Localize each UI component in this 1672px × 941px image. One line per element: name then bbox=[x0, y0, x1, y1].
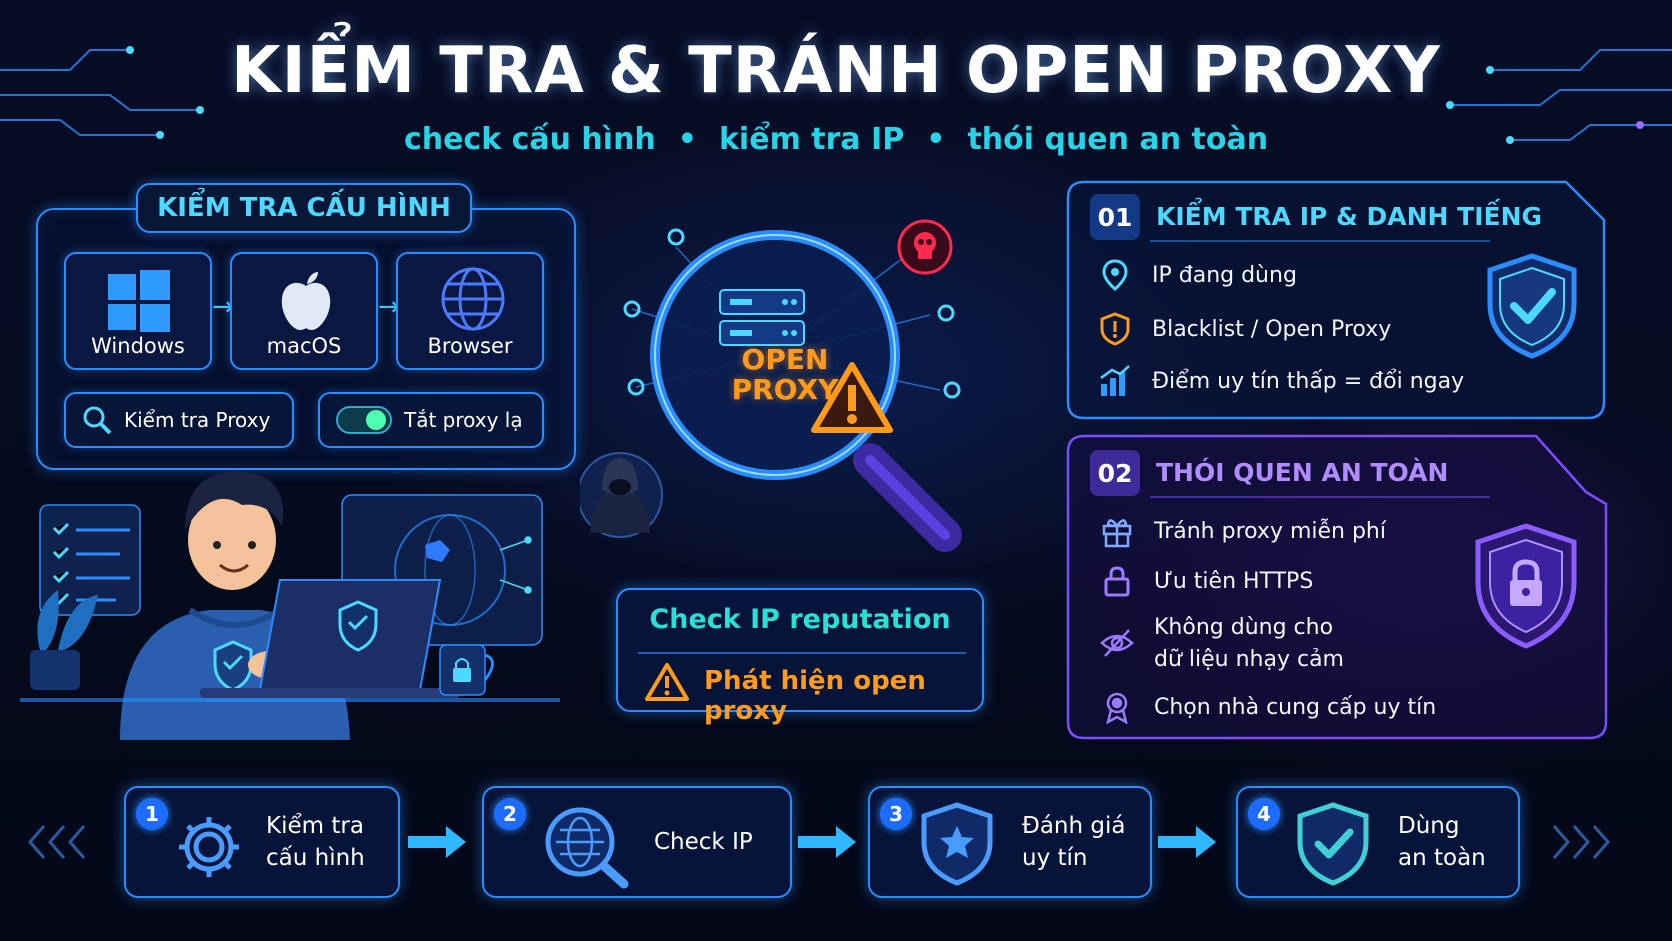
check-shield-icon bbox=[1297, 802, 1369, 886]
section2-item-text: Ưu tiên HTTPS bbox=[1154, 568, 1314, 594]
platform-card-windows[interactable]: Windows bbox=[64, 252, 212, 370]
arrow-right-icon bbox=[798, 826, 856, 858]
arrow-right-icon: → bbox=[378, 292, 400, 322]
gift-icon bbox=[1102, 519, 1132, 548]
page-subtitle: check cấu hình • kiểm tra IP • thói quen an … bbox=[0, 122, 1672, 157]
section2-item-text: Không dùng cho bbox=[1154, 615, 1334, 640]
section1-heading: KIỂM TRA IP & DANH TIẾNG bbox=[1156, 202, 1543, 231]
location-pin-icon bbox=[1102, 259, 1128, 291]
step-3-evaluate[interactable]: 3 Đánh giá uy tín bbox=[868, 786, 1152, 898]
step-label: Kiểm tra cấu hình bbox=[266, 810, 365, 874]
section1-item: Điểm uy tín thấp = đổi ngay bbox=[1098, 364, 1464, 398]
step-number: 3 bbox=[880, 798, 912, 830]
subtitle-item-config: check cấu hình bbox=[403, 122, 656, 157]
step-label-line1: Kiểm tra bbox=[266, 813, 364, 839]
step-label: Check IP bbox=[654, 826, 753, 858]
chevrons-right-icon bbox=[1552, 825, 1610, 859]
divider bbox=[638, 652, 966, 654]
step-label-line2: cấu hình bbox=[266, 845, 365, 871]
step-2-check-ip[interactable]: 2 Check IP bbox=[482, 786, 792, 898]
step-label-line2: uy tín bbox=[1022, 845, 1088, 871]
section1-item-text: Điểm uy tín thấp = đổi ngay bbox=[1152, 368, 1465, 394]
platform-label-browser: Browser bbox=[427, 334, 513, 358]
section2-item: Không dùng cho dữ liệu nhạy cảm bbox=[1100, 612, 1344, 676]
step-label: Dùng an toàn bbox=[1398, 810, 1486, 874]
check-shield-icon bbox=[1487, 253, 1577, 359]
warning-triangle-icon bbox=[645, 663, 689, 701]
divider bbox=[1150, 496, 1490, 498]
gear-icon bbox=[179, 817, 239, 877]
open-proxy-magnifier-illustration bbox=[580, 219, 962, 552]
platform-label-windows: Windows bbox=[91, 334, 185, 358]
apple-logo-icon bbox=[281, 272, 331, 330]
section1-number: 01 bbox=[1090, 194, 1140, 240]
bar-chart-icon bbox=[1100, 365, 1130, 396]
step-label: Đánh giá uy tín bbox=[1022, 810, 1125, 874]
arrow-right-icon bbox=[1158, 826, 1216, 858]
section2-item: Ưu tiên HTTPS bbox=[1100, 564, 1313, 598]
page-title: KIỂM TRA & TRÁNH OPEN PROXY bbox=[231, 34, 1441, 108]
search-icon bbox=[83, 406, 112, 435]
section2-item: Tránh proxy miễn phí bbox=[1100, 514, 1386, 548]
section2-item-text: Tránh proxy miễn phí bbox=[1154, 518, 1386, 544]
step-number: 1 bbox=[136, 798, 168, 830]
circuit-lines-left bbox=[0, 46, 204, 139]
step-number: 4 bbox=[1248, 798, 1280, 830]
open-proxy-badge-line1: OPEN bbox=[741, 343, 829, 376]
section1-item: IP đang dùng bbox=[1098, 258, 1297, 292]
section2-item: Chọn nhà cung cấp uy tín bbox=[1100, 690, 1436, 724]
arrow-right-icon: → bbox=[212, 292, 234, 322]
chevrons-left-icon bbox=[28, 825, 86, 859]
step-label-line1: Đánh giá bbox=[1022, 813, 1126, 839]
section2-heading: THÓI QUEN AN TOÀN bbox=[1156, 458, 1449, 487]
person-laptop-illustration bbox=[20, 471, 560, 740]
step-1-configure[interactable]: 1 Kiểm tra cấu hình bbox=[124, 786, 400, 898]
lock-shield-icon bbox=[1475, 523, 1577, 649]
arrow-right-icon bbox=[408, 826, 466, 858]
platform-card-macos[interactable]: macOS bbox=[230, 252, 378, 370]
section2-item-text: Chọn nhà cung cấp uy tín bbox=[1154, 694, 1437, 720]
detect-open-proxy-label: Phát hiện open proxy bbox=[704, 666, 926, 726]
subtitle-item-habits: thói quen an toàn bbox=[967, 122, 1269, 157]
section1-item-text: IP đang dùng bbox=[1152, 262, 1297, 288]
warning-shield-icon bbox=[1100, 312, 1130, 346]
check-ip-reputation-label: Check IP reputation bbox=[649, 604, 951, 635]
circuit-lines-right bbox=[1446, 49, 1672, 144]
eye-off-icon bbox=[1100, 629, 1134, 657]
step-4-use-safely[interactable]: 4 Dùng an toàn bbox=[1236, 786, 1520, 898]
section1-item: Blacklist / Open Proxy bbox=[1098, 312, 1391, 346]
check-proxy-button[interactable]: Kiểm tra Proxy bbox=[64, 392, 294, 448]
step-label-line2: an toàn bbox=[1398, 845, 1486, 871]
subtitle-item-ip: kiểm tra IP bbox=[718, 122, 905, 157]
lock-icon bbox=[1104, 566, 1130, 597]
disable-proxy-label: Tắt proxy lạ bbox=[404, 408, 523, 432]
section2-frame bbox=[1066, 434, 1608, 740]
config-heading: KIỂM TRA CẤU HÌNH bbox=[136, 183, 472, 233]
section1-item-text: Blacklist / Open Proxy bbox=[1152, 316, 1392, 342]
windows-logo-icon bbox=[108, 270, 170, 332]
step-label-line1: Check IP bbox=[654, 829, 753, 855]
star-shield-icon bbox=[921, 802, 993, 886]
open-proxy-badge-line2: PROXY bbox=[731, 373, 839, 406]
subtitle-separator: • bbox=[926, 122, 946, 157]
platform-label-macos: macOS bbox=[266, 334, 342, 358]
platform-card-browser[interactable]: Browser bbox=[396, 252, 544, 370]
toggle-switch-icon bbox=[336, 406, 392, 434]
ip-reputation-box: Check IP reputation Phát hiện open proxy bbox=[616, 588, 984, 726]
section2-number: 02 bbox=[1090, 450, 1140, 496]
divider bbox=[1150, 240, 1490, 242]
globe-search-icon bbox=[545, 807, 629, 889]
globe-icon bbox=[441, 267, 505, 331]
subtitle-separator: • bbox=[677, 122, 697, 157]
award-badge-icon bbox=[1106, 692, 1128, 724]
open-proxy-badge: OPEN PROXY bbox=[720, 345, 850, 405]
step-label-line1: Dùng bbox=[1398, 813, 1460, 839]
disable-proxy-toggle[interactable]: Tắt proxy lạ bbox=[318, 392, 544, 448]
check-proxy-label: Kiểm tra Proxy bbox=[124, 408, 271, 432]
section2-item-text-line2: dữ liệu nhạy cảm bbox=[1154, 647, 1344, 672]
step-number: 2 bbox=[494, 798, 526, 830]
